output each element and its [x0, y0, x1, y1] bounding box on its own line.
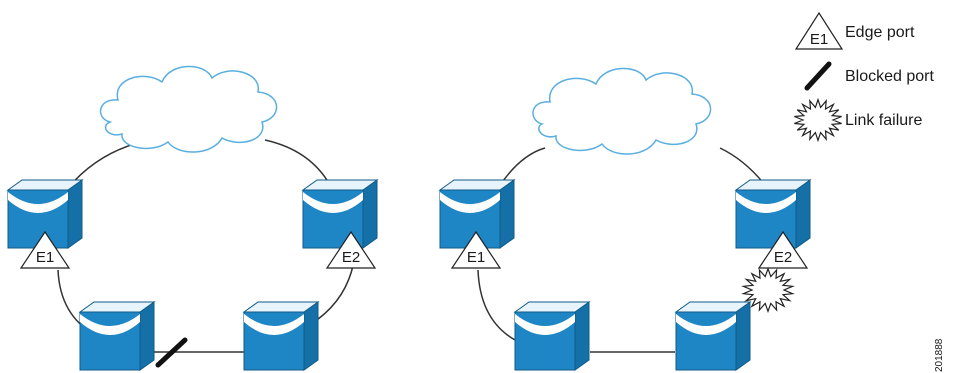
- legend-edge-port-symbol: E1: [810, 31, 828, 48]
- right-edge-port-e2: E2: [757, 230, 809, 269]
- legend-link-failure-label: Link failure: [845, 112, 922, 129]
- left-cloud: [99, 65, 278, 153]
- left-ring: E1 E2: [7, 65, 378, 371]
- figure-id: 201888: [934, 338, 945, 372]
- left-edge-port-e2-label: E2: [342, 249, 360, 266]
- right-edge-port-e1-label: E1: [467, 249, 485, 266]
- legend-edge-port: E1 Edge port: [794, 11, 915, 50]
- right-switch-bottom-left: [514, 301, 590, 371]
- left-switch-bottom-right: [243, 301, 319, 371]
- right-edge-port-e1: E1: [450, 230, 502, 269]
- legend-blocked-port: Blocked port: [804, 61, 934, 91]
- legend-link-failure: Link failure: [794, 97, 922, 143]
- link-failure-icon: [794, 97, 842, 143]
- left-edge-port-e1-label: E1: [36, 249, 54, 266]
- right-cloud: [532, 67, 712, 155]
- left-edge-port-e1: E1: [19, 230, 71, 269]
- edge-port-icon: [794, 11, 844, 50]
- legend-edge-port-label: Edge port: [845, 24, 915, 41]
- right-switch-bottom-right: [675, 301, 751, 371]
- right-edge-port-e2-label: E2: [774, 249, 792, 266]
- right-link-failure-icon: [741, 267, 795, 314]
- left-switch-top-right: [302, 179, 378, 249]
- left-edge-port-e2: E2: [325, 230, 377, 269]
- left-blocked-port: [155, 337, 188, 368]
- legend: E1 Edge port Blocked port Link failure: [794, 11, 934, 143]
- left-switch-bottom-left: [79, 301, 155, 371]
- blocked-port-icon: [804, 61, 832, 91]
- right-switch-top-right: [735, 179, 811, 249]
- left-ring-path: [57, 139, 356, 353]
- right-ring-path: [477, 147, 766, 353]
- right-ring: E1 E2: [439, 67, 811, 371]
- legend-blocked-port-label: Blocked port: [845, 68, 934, 85]
